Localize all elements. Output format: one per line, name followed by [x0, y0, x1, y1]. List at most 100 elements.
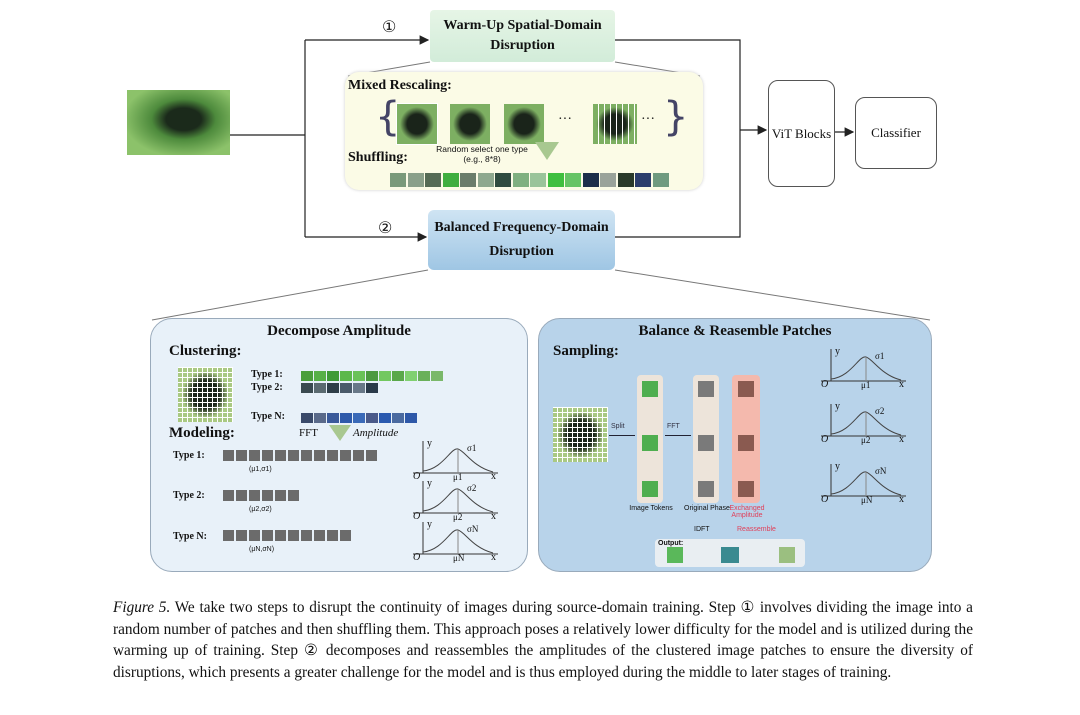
down-arrow-icon	[329, 425, 351, 441]
mu-label: μ2	[453, 512, 463, 522]
patch	[565, 173, 581, 187]
patch	[223, 530, 234, 541]
axis-origin: O	[413, 471, 421, 482]
patch	[327, 383, 339, 393]
down-arrow-icon	[535, 142, 559, 160]
grid-image	[553, 407, 608, 462]
patch	[477, 173, 494, 187]
random-select-text: Random select one type	[436, 144, 528, 154]
gaussian-curve-plot	[821, 349, 906, 382]
patch	[314, 413, 326, 423]
caption-text: We take two steps to disrupt the continu…	[113, 599, 973, 681]
patch	[698, 435, 714, 451]
step1-marker: ①	[382, 19, 397, 36]
patch	[353, 383, 365, 393]
patch	[407, 173, 424, 187]
ellipsis: ···	[558, 112, 572, 127]
patch	[288, 490, 299, 501]
params-n: (μN,σN)	[249, 546, 275, 553]
input-image	[127, 90, 230, 155]
sigma-label: σ1	[875, 351, 885, 361]
patch	[405, 371, 417, 381]
axis-y: y	[835, 461, 840, 472]
gaussian-curve-plot	[413, 441, 498, 474]
cluster-type-1: Type 1:	[251, 369, 283, 380]
figure-caption: Figure 5. We take two steps to disrupt t…	[113, 597, 973, 683]
axis-origin: O	[821, 494, 829, 505]
patch	[262, 530, 273, 541]
caption-label: Figure 5.	[113, 599, 171, 616]
patch	[249, 490, 260, 501]
patch	[327, 530, 338, 541]
amplitude-label: Amplitude	[353, 427, 399, 439]
output-box: Output:	[655, 539, 805, 567]
patch	[340, 371, 352, 381]
patch	[353, 413, 365, 423]
balanced-frequency-box: Balanced Frequency-Domain Disruption	[428, 210, 615, 270]
patch	[738, 435, 754, 451]
patch	[405, 413, 417, 423]
patch	[314, 383, 326, 393]
patch	[642, 435, 658, 451]
patch	[288, 450, 299, 461]
patch	[340, 530, 351, 541]
warmup-spatial-box: Warm-Up Spatial-Domain Disruption	[430, 10, 615, 62]
exchanged-amplitude-label: Exchanged Amplitude	[729, 505, 765, 519]
patch	[275, 450, 286, 461]
ellipsis: ···	[641, 112, 655, 127]
image-tokens-label: Image Tokens	[629, 505, 673, 512]
model-type-n: Type N:	[173, 531, 207, 542]
patch	[301, 450, 312, 461]
patch	[379, 371, 391, 381]
shuffled-patches	[390, 173, 670, 187]
axis-y: y	[835, 401, 840, 412]
sigma-label: σ1	[467, 443, 477, 453]
split-label: Split	[611, 423, 625, 430]
patch	[738, 481, 754, 497]
gaussian-curve-plot	[413, 481, 498, 514]
axis-y: y	[835, 346, 840, 357]
patch	[366, 413, 378, 423]
patch	[547, 173, 564, 187]
axis-origin: O	[413, 511, 421, 522]
patch	[314, 530, 325, 541]
rescale-4x4	[504, 104, 544, 144]
fft-label: FFT	[667, 423, 680, 430]
patch	[288, 530, 299, 541]
patch	[442, 173, 459, 187]
patch	[425, 173, 441, 187]
sigma-label: σN	[875, 466, 887, 476]
patch	[392, 413, 404, 423]
mixed-rescaling-label: Mixed Rescaling:	[348, 78, 452, 93]
model-type-2: Type 2:	[173, 490, 205, 501]
axis-y: y	[427, 438, 432, 449]
left-brace: {	[375, 94, 401, 140]
patch	[275, 530, 286, 541]
balance-reassemble-panel: Balance & Reasemble Patches Sampling: Sp…	[538, 318, 932, 572]
idft-label: IDFT	[694, 526, 710, 533]
patch	[635, 173, 651, 187]
patch	[642, 381, 658, 397]
fft-label: FFT	[299, 427, 318, 439]
right-brace: }	[663, 94, 689, 140]
cluster-type-n: Type N:	[251, 411, 285, 422]
patch	[582, 173, 599, 187]
patch	[301, 371, 313, 381]
fft-arrow	[665, 435, 691, 436]
panel-title: Decompose Amplitude	[267, 323, 411, 339]
step2-marker: ②	[378, 220, 393, 237]
patch	[301, 383, 313, 393]
patch	[327, 450, 338, 461]
mu-label: μ1	[453, 472, 463, 482]
classifier: Classifier	[855, 97, 937, 169]
shuffling-label: Shuffling:	[348, 150, 408, 165]
axis-x: x	[899, 494, 904, 505]
patch	[301, 413, 313, 423]
cluster-type-2: Type 2:	[251, 382, 283, 393]
mu-label: μN	[861, 495, 873, 505]
patch	[392, 371, 404, 381]
patch	[495, 173, 511, 187]
axis-x: x	[491, 511, 496, 522]
patch	[617, 173, 634, 187]
